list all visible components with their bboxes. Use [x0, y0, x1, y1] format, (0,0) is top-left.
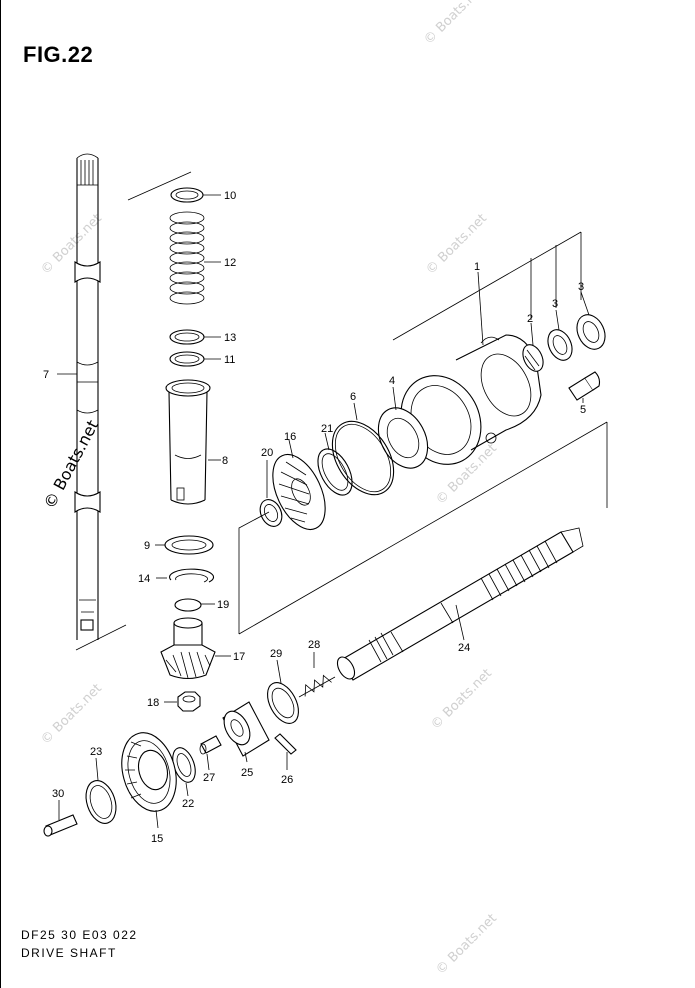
pin-part-30	[43, 814, 78, 837]
watermark: © Boats.net	[38, 681, 105, 748]
ring-part-13	[169, 329, 205, 345]
ring-part-11	[169, 351, 205, 367]
sleeve-part-8	[165, 379, 211, 505]
circlip-part-14	[169, 568, 215, 583]
clutch-dog-part-25	[222, 701, 270, 757]
spring-part-28	[298, 674, 336, 698]
washer-part-10	[170, 187, 204, 203]
callout-2: 2	[527, 313, 533, 325]
leader-line	[392, 231, 582, 341]
o-ring-part-6	[331, 420, 395, 496]
callout-28: 28	[308, 639, 320, 651]
clip-part-9	[164, 535, 214, 555]
bearing-part-2	[522, 344, 544, 372]
figure-code: DF25 30 E03 022	[21, 928, 138, 942]
callout-19: 19	[217, 599, 229, 611]
ring-part-19	[174, 598, 202, 612]
seal-part-3b	[576, 314, 606, 350]
bolt-part-5	[568, 371, 601, 401]
callout-21: 21	[321, 423, 333, 435]
callout-30: 30	[52, 788, 64, 800]
shim-part-21	[317, 448, 353, 496]
callout-12: 12	[224, 257, 236, 269]
reverse-gear-part-15	[121, 732, 177, 812]
callout-23: 23	[90, 746, 102, 758]
pinion-gear-part-17	[160, 617, 216, 680]
callout-11: 11	[224, 354, 235, 366]
callout-labels: 10 12 13 11 8 9 14 19 17 18 7 1 2 3 3 5 …	[43, 190, 586, 845]
callout-4: 4	[389, 375, 395, 387]
callout-25: 25	[241, 767, 253, 779]
leader-line	[530, 245, 557, 320]
callout-3b: 3	[578, 281, 584, 293]
spring-part-12	[169, 211, 205, 305]
propeller-shaft-part-24	[336, 527, 584, 681]
callout-29: 29	[270, 648, 282, 660]
callout-9: 9	[144, 540, 150, 552]
shim-part-23	[85, 780, 117, 824]
callout-1: 1	[474, 261, 480, 273]
callout-13: 13	[224, 332, 236, 344]
push-rod-part-27	[199, 735, 222, 755]
callout-22: 22	[182, 798, 194, 810]
bevel-gear-part-16	[272, 454, 326, 530]
callout-leaders	[57, 194, 590, 829]
watermark: © Boats.net	[433, 911, 500, 978]
callout-15: 15	[151, 833, 163, 845]
shim-part-20	[259, 499, 283, 527]
leader-line	[238, 421, 608, 635]
ring-part-29	[267, 682, 299, 724]
callout-16: 16	[284, 431, 296, 443]
callout-10: 10	[224, 190, 236, 202]
callout-24: 24	[458, 642, 470, 654]
figure-name: DRIVE SHAFT	[21, 946, 117, 960]
callout-8: 8	[222, 455, 228, 467]
nut-part-18	[177, 691, 201, 712]
callout-3a: 3	[552, 298, 558, 310]
figure-title: FIG.22	[23, 42, 94, 67]
callout-7: 7	[43, 369, 49, 381]
callout-17: 17	[233, 651, 245, 663]
watermarks: © Boats.net © Boats.net © Boats.net © Bo…	[38, 0, 500, 978]
callout-6: 6	[350, 391, 356, 403]
callout-26: 26	[281, 774, 293, 786]
callout-18: 18	[147, 697, 159, 709]
callout-20: 20	[261, 447, 273, 459]
pin-part-26	[274, 733, 297, 755]
callout-27: 27	[203, 772, 215, 784]
drive-shaft-part-7	[74, 153, 101, 640]
callout-14: 14	[138, 573, 150, 585]
seal-part-3a	[547, 329, 573, 361]
watermark: © Boats.net	[421, 0, 488, 48]
leader-line	[75, 171, 192, 651]
callout-5: 5	[580, 404, 586, 416]
watermark: © Boats.net	[428, 666, 495, 733]
